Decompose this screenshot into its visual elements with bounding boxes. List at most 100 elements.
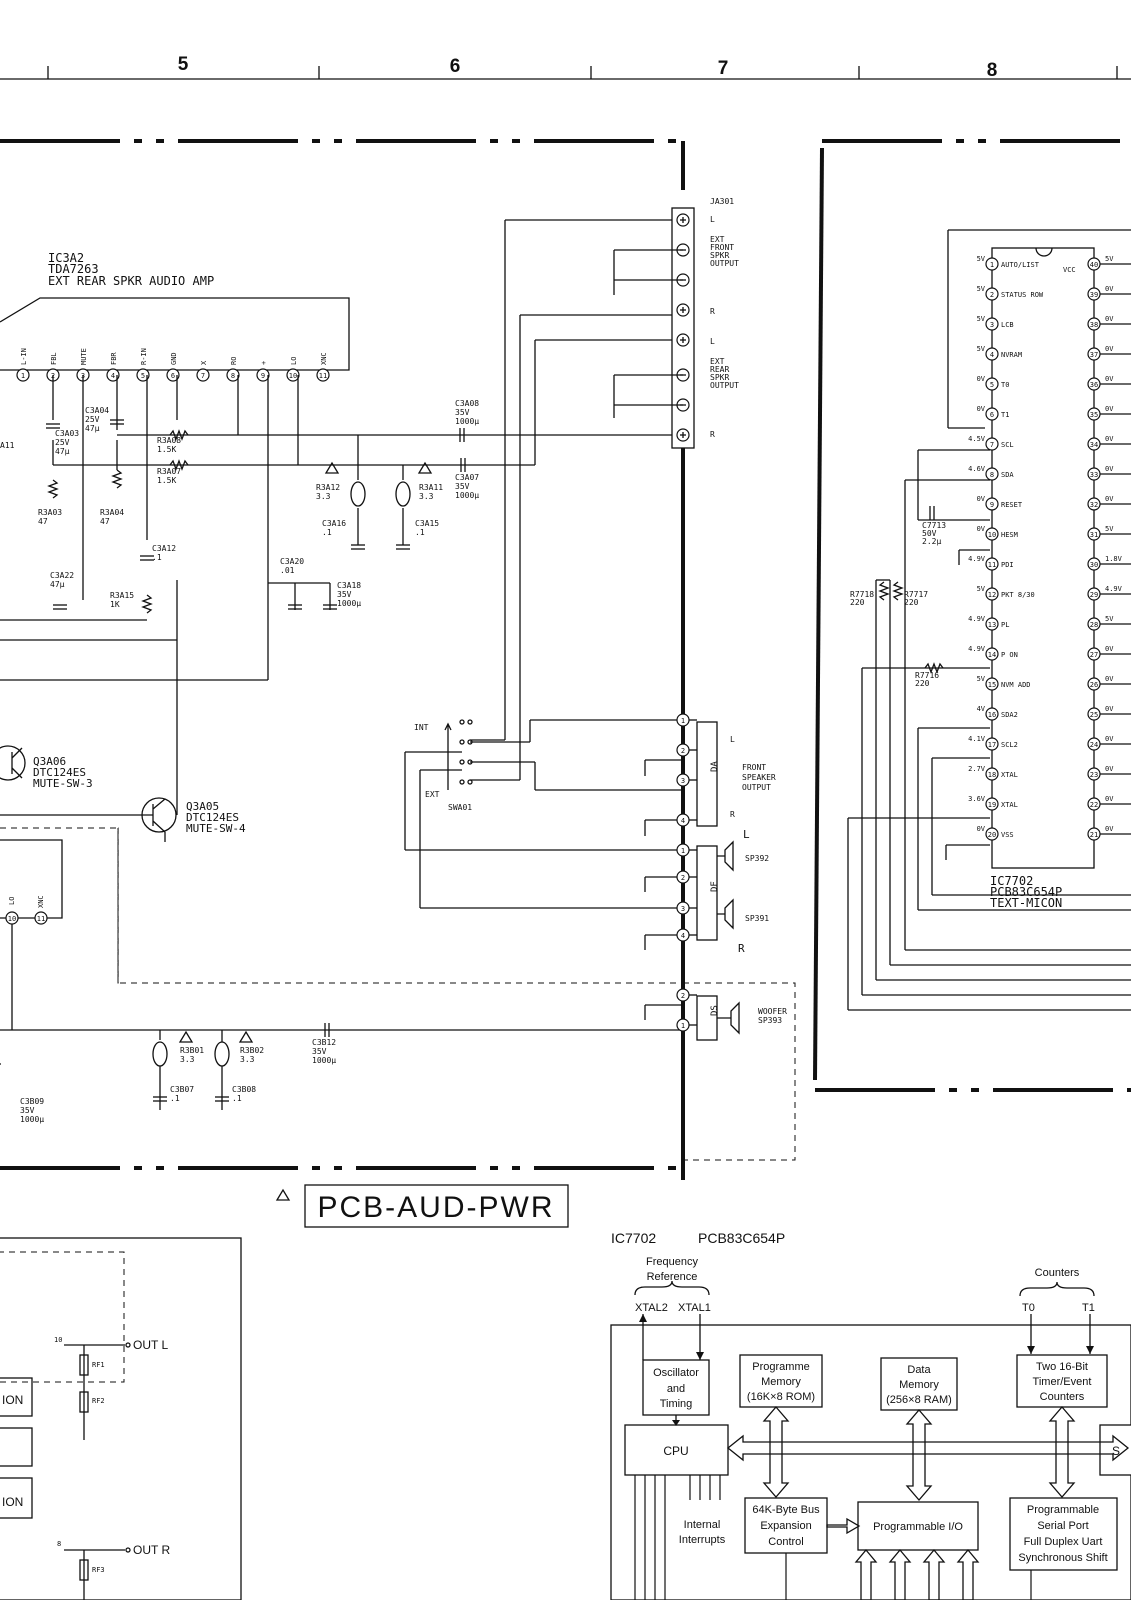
micon-pin-voltage: 0V bbox=[1105, 705, 1114, 713]
block-prog-mem bbox=[739, 1354, 823, 1408]
svg-text:DA: DA bbox=[710, 761, 720, 772]
micon-pin-number: 1 bbox=[990, 261, 994, 269]
micon-pin-number: 2 bbox=[990, 291, 994, 299]
grid-header: 5 6 7 8 bbox=[0, 54, 1131, 81]
rf3: RF3 bbox=[92, 1566, 105, 1574]
micon-pin-number: 17 bbox=[988, 741, 996, 749]
micon-pin-label: LCB bbox=[1001, 321, 1014, 329]
ic3a2-desc: EXT REAR SPKR AUDIO AMP bbox=[48, 274, 214, 288]
micon-pin-voltage: 4.5V bbox=[968, 435, 986, 443]
micon-pin-2 bbox=[985, 287, 999, 301]
micon-pin-voltage: 4.9V bbox=[968, 615, 986, 623]
ja301-side-l2: L bbox=[710, 337, 715, 346]
amp-pin-label: L-IN bbox=[20, 348, 28, 365]
micon-pin-voltage: 0V bbox=[1105, 825, 1114, 833]
amp-pin-number: 7 bbox=[201, 372, 205, 380]
micon-pin-number: 20 bbox=[988, 831, 996, 839]
micon-pin-number: 6 bbox=[990, 411, 994, 419]
rf2: RF2 bbox=[92, 1397, 105, 1405]
lower-pin-xnc: XNC bbox=[37, 895, 45, 908]
micon-pin-voltage: 0V bbox=[1105, 795, 1114, 803]
amp-pin-label: + bbox=[260, 361, 268, 365]
svg-text:1: 1 bbox=[681, 1022, 685, 1030]
micon-pin-voltage: 5V bbox=[977, 315, 986, 323]
micon-pin-voltage: 4.1V bbox=[968, 735, 986, 743]
micon-pin-voltage: 5V bbox=[977, 585, 986, 593]
amp-pin-6 bbox=[166, 368, 180, 382]
ion-label-1: ION bbox=[2, 1393, 23, 1407]
amp-pin-label: RO bbox=[230, 357, 238, 365]
switch-swa01: INT EXT SWA01 bbox=[404, 719, 683, 909]
plug-df: DF L R SP392 SP391 bbox=[644, 828, 769, 955]
switch-ref: SWA01 bbox=[448, 803, 472, 812]
micon-pin-voltage: 1.8V bbox=[1105, 555, 1123, 563]
micon-pin-number: 28 bbox=[1090, 621, 1098, 629]
micon-pin-number: 30 bbox=[1090, 561, 1098, 569]
micon-pin-label: XTAL bbox=[1001, 771, 1018, 779]
micon-pin-13 bbox=[985, 617, 999, 631]
t0: T0 bbox=[1022, 1302, 1035, 1314]
df-sp2: SP391 bbox=[745, 914, 769, 923]
micon-pin-number: 7 bbox=[990, 441, 994, 449]
micon-pin-voltage: 5V bbox=[1105, 255, 1114, 263]
amp-pin-7 bbox=[196, 368, 210, 382]
micon-pin-number: 39 bbox=[1090, 291, 1098, 299]
micon-pin-voltage: 4.9V bbox=[1105, 585, 1123, 593]
micon-pin-7 bbox=[985, 437, 999, 451]
amp-pin-10 bbox=[286, 368, 300, 382]
micon-pin-voltage: 2.7V bbox=[968, 765, 986, 773]
svg-text:3: 3 bbox=[681, 905, 685, 913]
df-r: R bbox=[738, 942, 745, 955]
micon-pin-number: 38 bbox=[1090, 321, 1098, 329]
micon-pin-voltage: 0V bbox=[1105, 375, 1114, 383]
da-l: L bbox=[730, 735, 735, 744]
grid-col-6: 6 bbox=[450, 56, 461, 77]
micon-pin-number: 34 bbox=[1090, 441, 1098, 449]
label-c3a15: C3A15.1 bbox=[415, 519, 439, 537]
block-timer bbox=[1016, 1354, 1108, 1408]
micon-pin-1 bbox=[985, 257, 999, 271]
lower-left-block: ION ION OUT L OUT R RF1 RF2 RF3 10 8 bbox=[0, 1237, 242, 1600]
micon-pin-11 bbox=[985, 557, 999, 571]
amp-pin-number: 9 bbox=[261, 372, 265, 380]
micon-pin-voltage: 0V bbox=[977, 825, 986, 833]
ic3a2-ref: IC3A2 bbox=[48, 251, 84, 265]
micon-pin-number: 18 bbox=[988, 771, 996, 779]
pin-10: 10 bbox=[54, 1336, 62, 1344]
micon-pin-number: 12 bbox=[988, 591, 996, 599]
micon-pin-label: SCL bbox=[1001, 441, 1014, 449]
micon-vcc: VCC bbox=[1063, 266, 1076, 274]
ic3a2-amplifier: IC3A2 TDA7263 EXT REAR SPKR AUDIO AMP 1L… bbox=[0, 251, 350, 382]
micon-pin-9 bbox=[985, 497, 999, 511]
df-l: L bbox=[743, 828, 750, 841]
micon-pin-number: 22 bbox=[1090, 801, 1098, 809]
micon-pin-number: 40 bbox=[1090, 261, 1098, 269]
ja301-ref: JA301 bbox=[710, 197, 734, 206]
svg-text:1: 1 bbox=[681, 847, 685, 855]
micon-pin-number: 31 bbox=[1090, 531, 1098, 539]
grid-col-7: 7 bbox=[718, 58, 729, 79]
amp-pin-number: 1 bbox=[21, 372, 25, 380]
micon-pin-voltage: 0V bbox=[1105, 675, 1114, 683]
micon-pin-number: 35 bbox=[1090, 411, 1098, 419]
micon-pin-14 bbox=[985, 647, 999, 661]
micon-pin-voltage: 5V bbox=[977, 675, 986, 683]
block-title-ref: IC7702 bbox=[611, 1230, 656, 1246]
